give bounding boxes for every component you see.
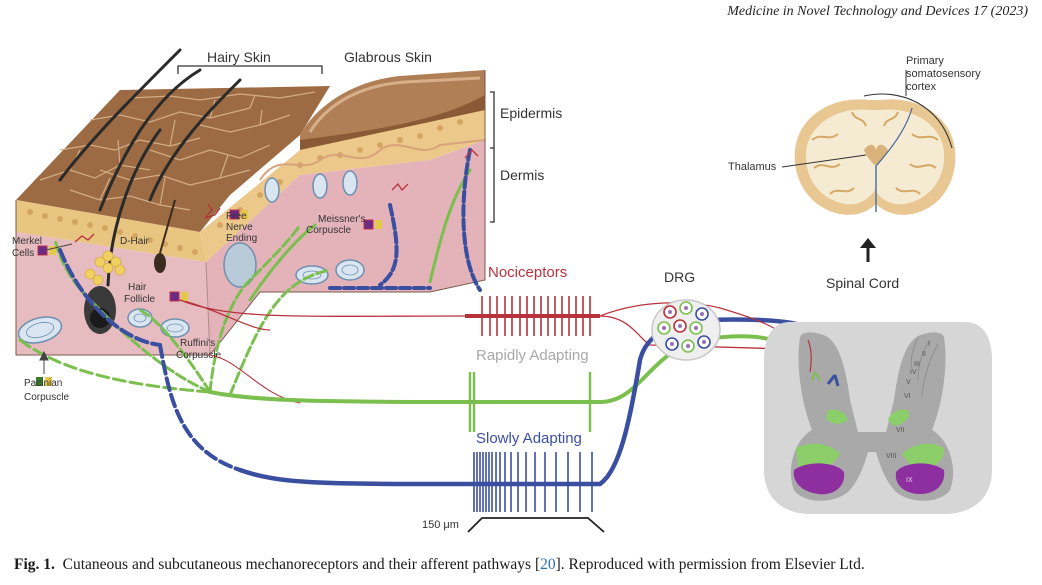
label-epidermis: Epidermis xyxy=(500,105,562,121)
label-free-nerve-line1: Free xyxy=(226,211,247,222)
label-rapidly-adapting: Rapidly Adapting xyxy=(476,347,589,364)
label-cortex-line1: Primary xyxy=(906,55,944,67)
lamina-2: II xyxy=(922,351,926,358)
lamina-3: III xyxy=(914,361,920,368)
label-meissner-line1: Meissner's xyxy=(318,214,365,225)
label-d-hair: D-Hair xyxy=(120,236,150,247)
nociceptor-spikes xyxy=(465,296,600,336)
label-pacinian-line2: Corpuscle xyxy=(24,392,69,403)
spinal-cord-section: I II III IV V VI VII VIII IX xyxy=(764,322,992,514)
label-hair-follicle-line2: Follicle xyxy=(124,294,156,305)
rapid-adapting-spikes xyxy=(468,372,592,432)
label-cortex-line2: somatosensory xyxy=(906,68,981,80)
caption-text-before: Cutaneous and subcutaneous mechanorecept… xyxy=(62,556,541,573)
brain-section xyxy=(794,93,956,215)
caption-text-after: ]. Reproduced with permission from Elsev… xyxy=(555,556,865,573)
label-dermis: Dermis xyxy=(500,167,544,183)
label-ruffini-line2: Corpuscle xyxy=(176,350,221,361)
figure-caption: Fig. 1. Cutaneous and subcutaneous mecha… xyxy=(14,556,1034,574)
label-pacinian-line1: Pacinian xyxy=(24,378,62,389)
label-meissner-line2: Corpuscle xyxy=(306,225,351,236)
label-slowly-adapting: Slowly Adapting xyxy=(476,430,582,447)
label-hair-follicle-line1: Hair xyxy=(128,282,147,293)
label-thalamus: Thalamus xyxy=(728,161,777,173)
lamina-6: VI xyxy=(904,393,911,400)
lamina-9: IX xyxy=(906,477,913,484)
label-scale: 150 μm xyxy=(422,519,459,531)
label-merkel-line1: Merkel xyxy=(12,236,42,247)
caption-reference-link[interactable]: 20 xyxy=(540,556,556,573)
label-hairy-skin: Hairy Skin xyxy=(207,49,271,65)
skin-region-brackets xyxy=(177,65,495,223)
drg xyxy=(651,299,721,361)
label-free-nerve-line3: Ending xyxy=(226,233,257,244)
up-arrow-icon xyxy=(860,238,876,262)
afferent-pathways xyxy=(179,299,838,487)
label-glabrous-skin: Glabrous Skin xyxy=(344,49,432,65)
label-cortex-line3: cortex xyxy=(906,81,936,93)
journal-header: Medicine in Novel Technology and Devices… xyxy=(727,4,1028,19)
lamina-4: IV xyxy=(910,369,917,376)
stimulus-trace xyxy=(467,517,605,533)
label-free-nerve-line2: Nerve xyxy=(226,222,253,233)
label-ruffini-line1: Ruffini's xyxy=(180,338,215,349)
label-merkel-line2: Cells xyxy=(12,248,34,259)
label-drg: DRG xyxy=(664,269,695,285)
figure-illustration: Hairy Skin Glabrous Skin Epidermis Dermi… xyxy=(12,48,992,533)
lamina-8: VIII xyxy=(886,453,897,460)
lamina-7: VII xyxy=(896,427,905,434)
label-spinal-cord: Spinal Cord xyxy=(826,275,899,291)
receptor-labels: Merkel Cells D-Hair Free Nerve Ending Me… xyxy=(12,211,365,403)
slow-adapting-spikes xyxy=(473,452,593,512)
caption-label: Fig. 1. xyxy=(14,556,55,573)
lamina-5: V xyxy=(906,379,911,386)
skin-block xyxy=(15,48,486,472)
label-arrows xyxy=(39,243,73,374)
lamina-1: I xyxy=(928,341,930,348)
label-nociceptors: Nociceptors xyxy=(488,264,567,281)
